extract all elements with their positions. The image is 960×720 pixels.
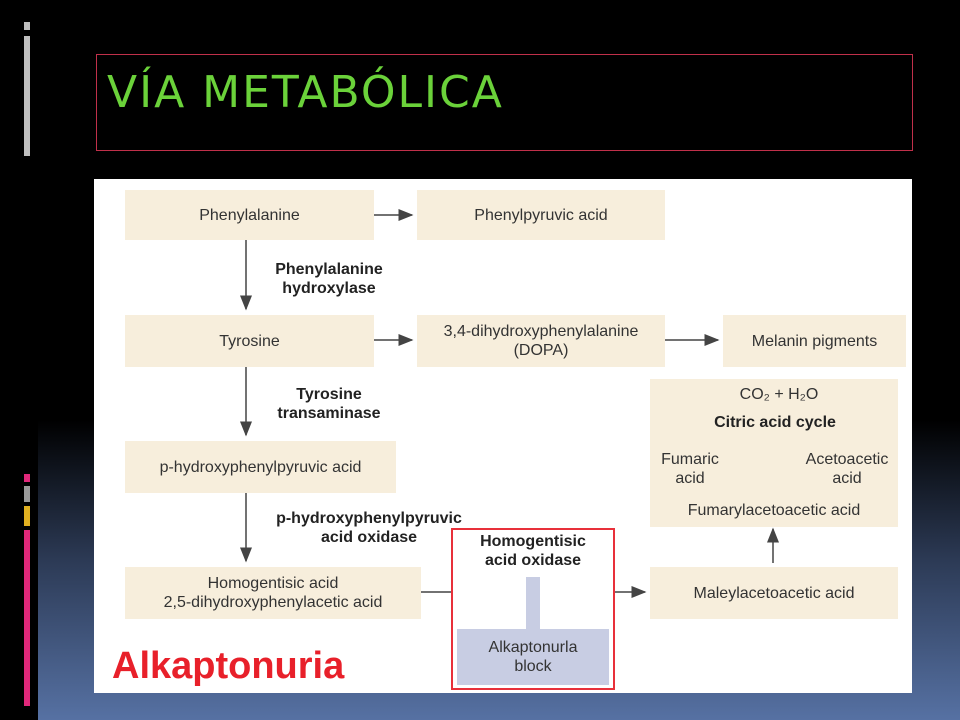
alkaptonuria-block: Alkaptonurla block [457,629,609,685]
node-citric-acid-cycle: Citric acid cycle [714,414,836,431]
enzyme-tyrosine-transaminase: Tyrosine transaminase [277,386,381,422]
node-co2-h2o: CO₂ + H₂O [739,386,819,403]
deco-bar-gray-top [24,22,30,30]
enzyme-homogentisic-acid-oxidase: Homogentisic acid oxidase [480,533,586,569]
enzyme-phenylalanine-hydroxylase: Phenylalanine hydroxylase [275,261,383,297]
block-connector [526,577,540,629]
node-phenylalanine: Phenylalanine [125,190,374,240]
deco-bar-gray-small [24,486,30,502]
node-dopa: 3,4-dihydroxyphenylalanine (DOPA) [417,315,665,367]
metabolic-pathway-diagram: Phenylalanine Phenylpyruvic acid Phenyla… [94,179,912,693]
citric-acid-cycle-panel [650,379,898,527]
deco-bar-magenta-long [24,530,30,706]
node-homogentisic-acid: Homogentisic acid 2,5-dihydroxyphenylace… [125,567,421,619]
node-tyrosine: Tyrosine [125,315,374,367]
slide-title: VÍA METABÓLICA [107,67,504,118]
deco-bar-gray-mid [24,36,30,156]
node-acetoacetic-acid: Acetoacetic acid [805,451,889,487]
disease-label-alkaptonuria: Alkaptonuria [112,645,345,687]
node-melanin-pigments: Melanin pigments [723,315,906,367]
node-fumaric-acid: Fumaric acid [661,451,719,487]
deco-bar-yellow [24,506,30,526]
left-strip [0,0,38,720]
node-phenylpyruvic-acid: Phenylpyruvic acid [417,190,665,240]
deco-bar-magenta-top [24,474,30,482]
node-maleylacetoacetic-acid: Maleylacetoacetic acid [650,567,898,619]
node-p-hydroxyphenylpyruvic-acid: p-hydroxyphenylpyruvic acid [125,441,396,493]
title-frame: VÍA METABÓLICA [96,54,913,151]
enzyme-p-hydroxyphenylpyruvic-acid-oxidase: p-hydroxyphenylpyruvic acid oxidase [276,510,462,546]
node-fumarylacetoacetic-acid: Fumarylacetoacetic acid [687,502,861,519]
